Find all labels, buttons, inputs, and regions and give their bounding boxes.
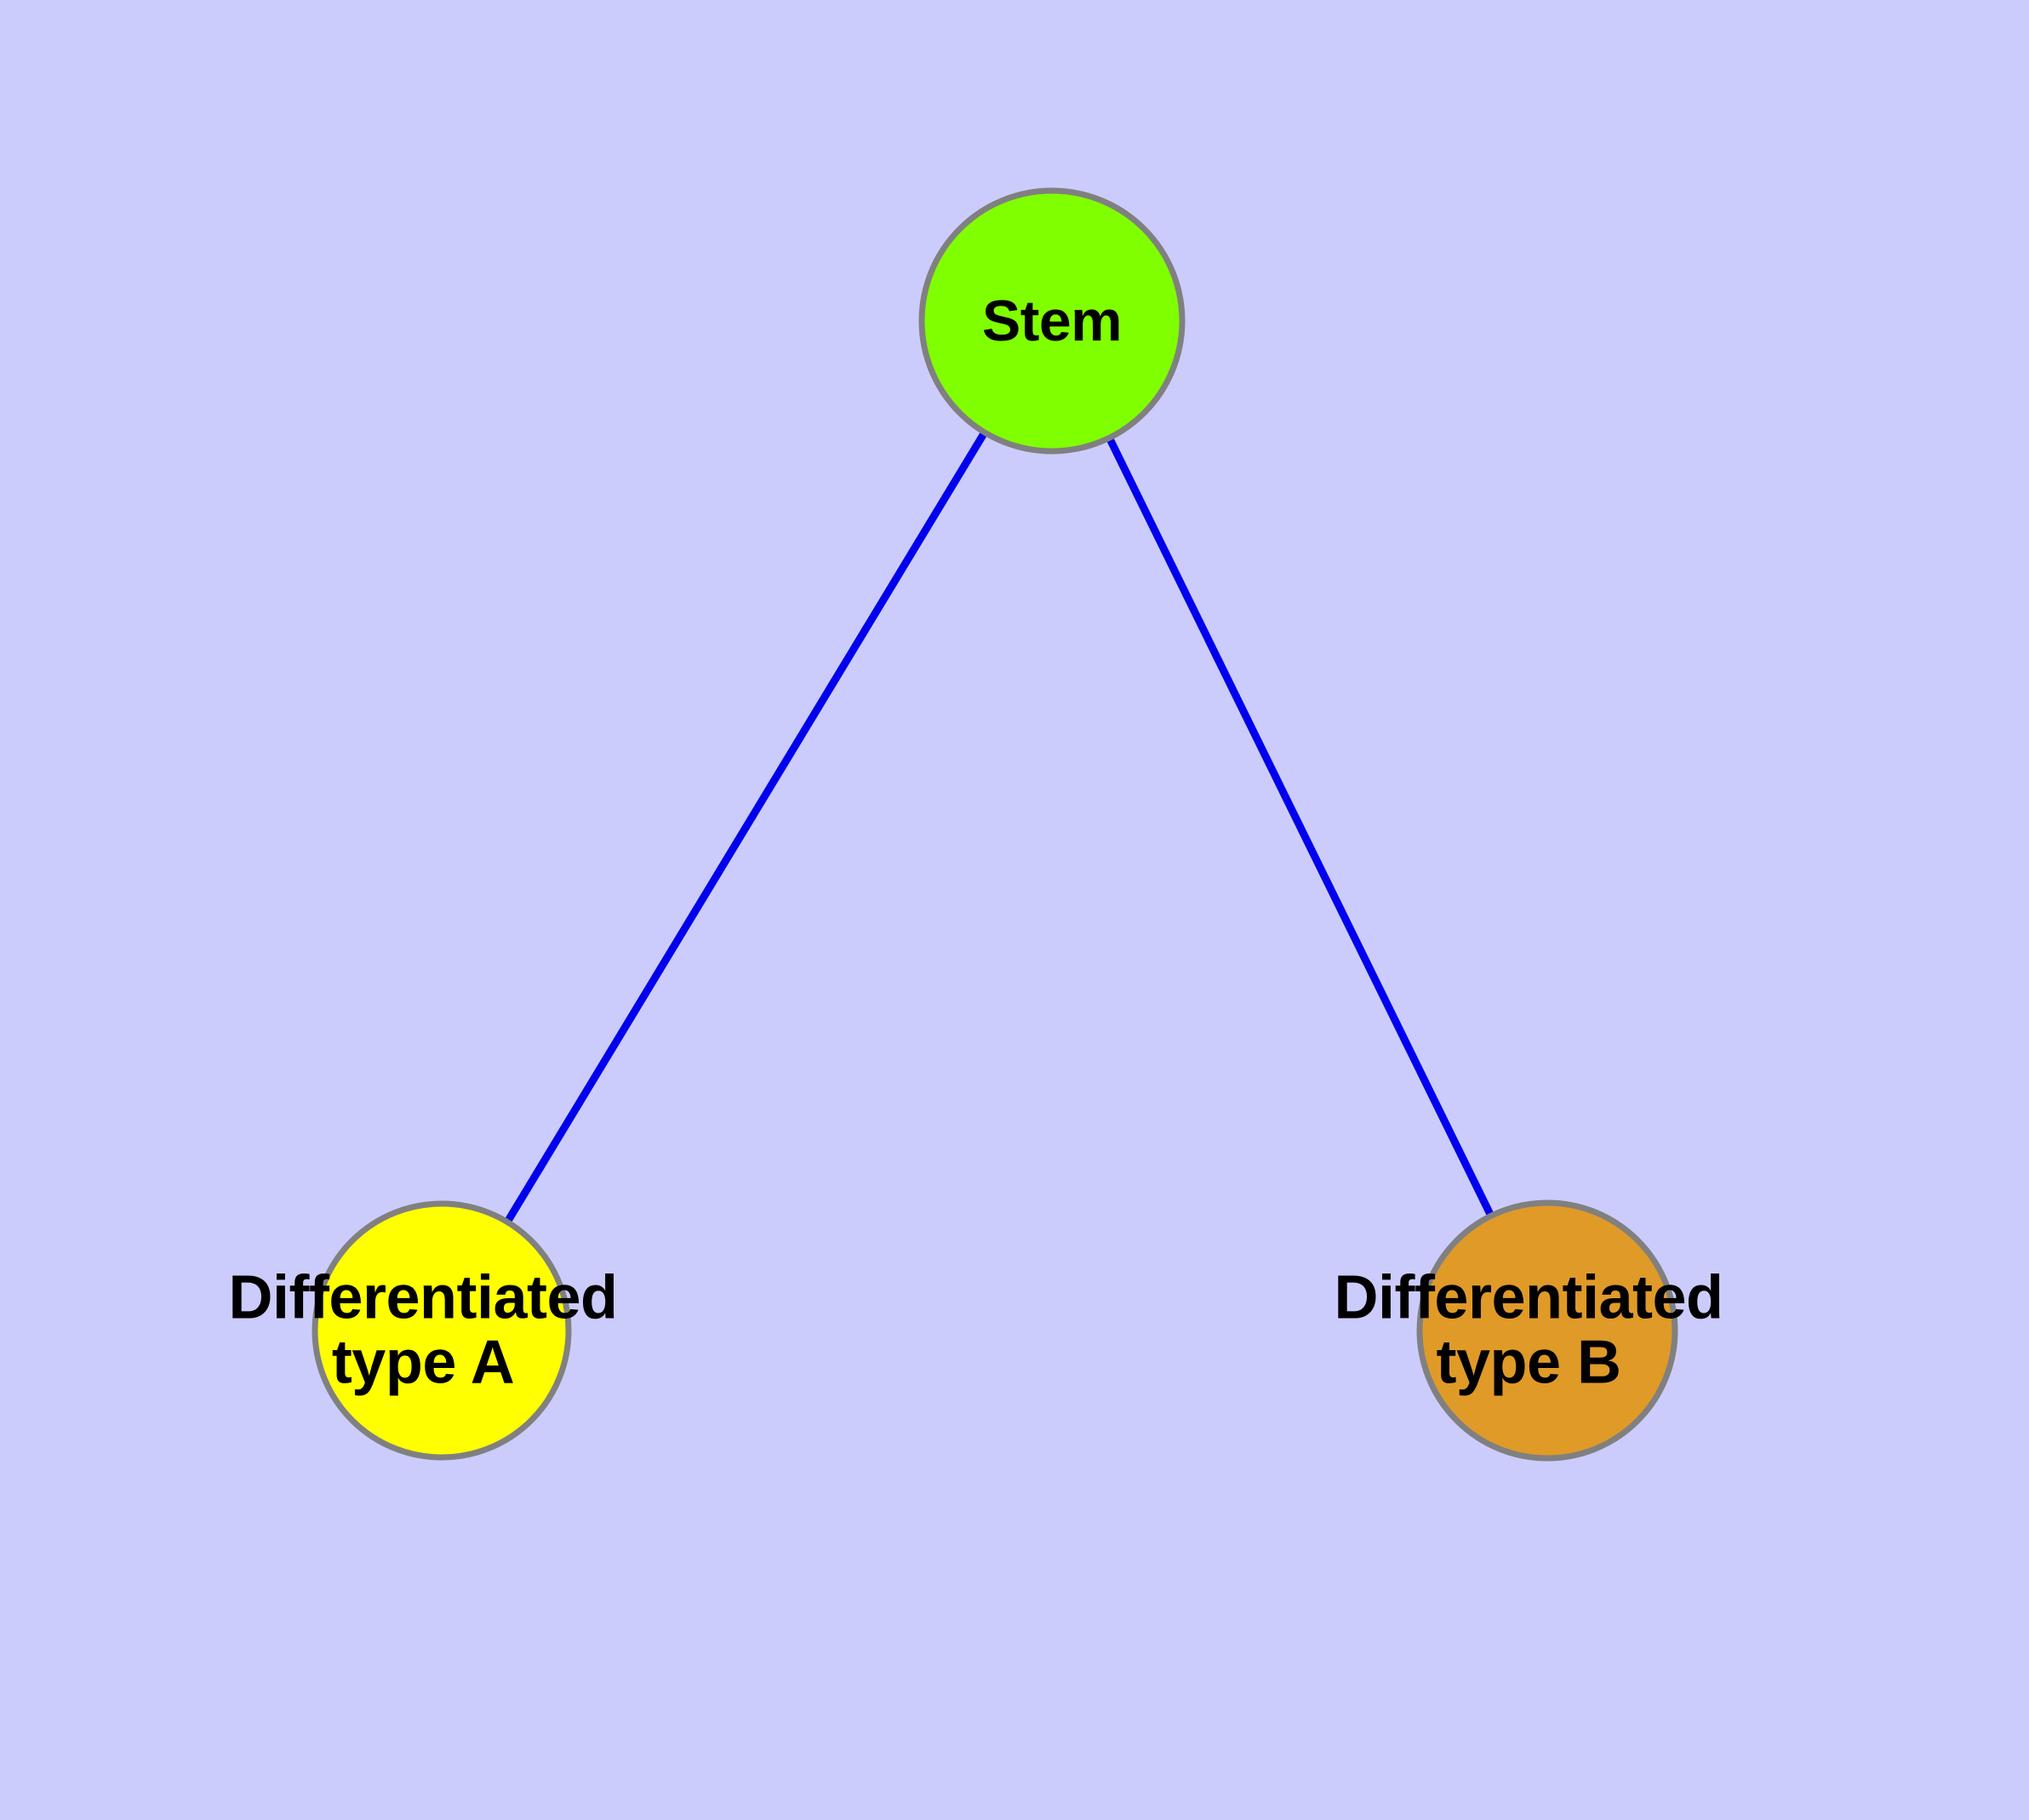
graph-node-diff_a[interactable]: [311, 1200, 572, 1461]
graph-node-diff_b[interactable]: [1416, 1199, 1678, 1462]
graph-edge[interactable]: [1048, 319, 1552, 1332]
graph-node-stem[interactable]: [918, 187, 1186, 455]
edge-layer: [438, 318, 1552, 1333]
graph-edge[interactable]: [438, 318, 1055, 1333]
node-layer: [311, 187, 1678, 1462]
